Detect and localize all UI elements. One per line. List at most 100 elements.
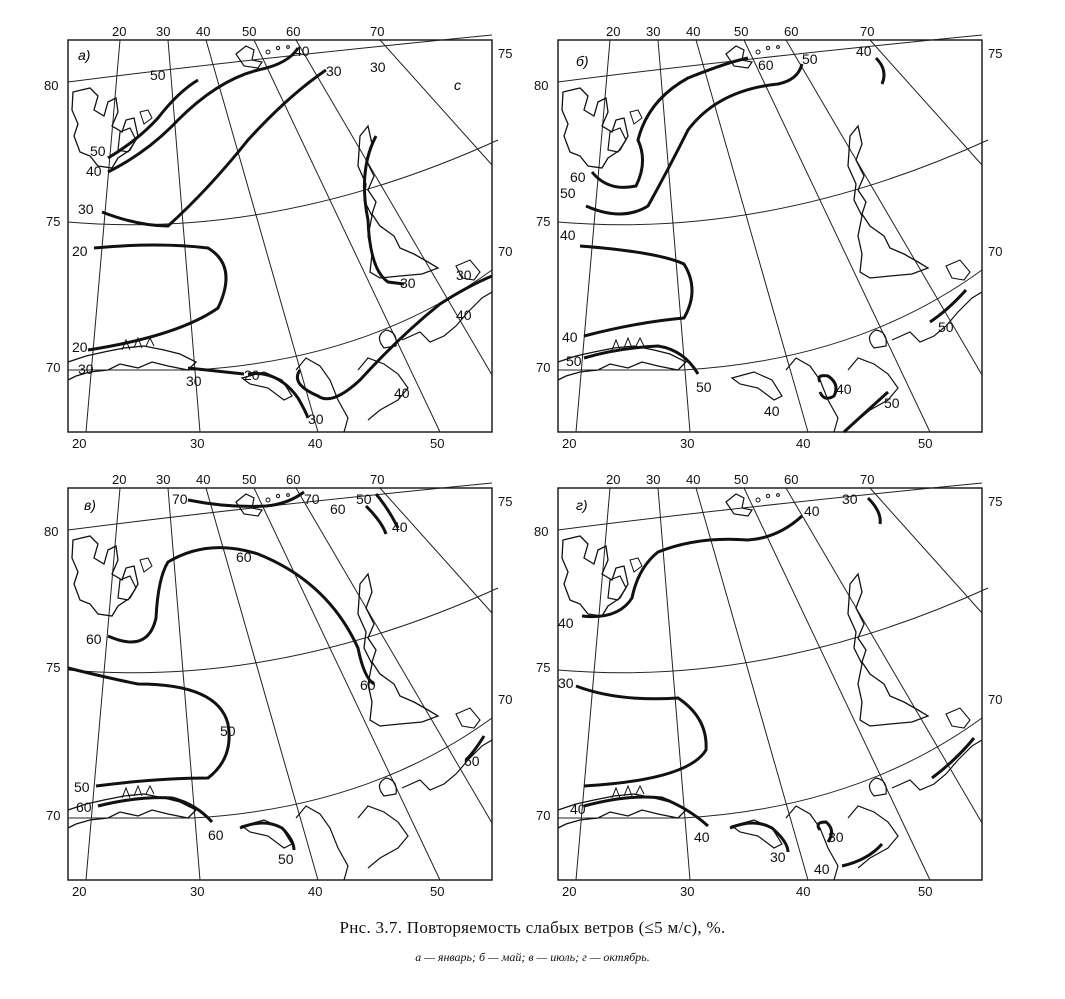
isoline-label: 60 bbox=[464, 753, 480, 769]
panel-d: г) 40 30 40 30 40 40 30 30 40 bbox=[557, 482, 989, 881]
isoline-label: 50 bbox=[278, 851, 294, 867]
figure-subtitle: а — январь; б — май; в — июль; г — октяб… bbox=[415, 950, 650, 964]
lon-label: 20 bbox=[606, 24, 620, 39]
lat-label: 75 bbox=[988, 494, 1002, 509]
panel-a-letter: а) bbox=[78, 47, 90, 63]
lon-label: 70 bbox=[370, 24, 384, 39]
lon-label: 60 bbox=[784, 472, 798, 487]
lat-label: 70 bbox=[536, 360, 550, 375]
isoline-label: 50 bbox=[560, 185, 576, 201]
isoline-label: 40 bbox=[814, 861, 830, 877]
isoline-label: 30 bbox=[326, 63, 342, 79]
isoline-label: 30 bbox=[370, 59, 386, 75]
isoline-label: 30 bbox=[770, 849, 786, 865]
lon-label: 50 bbox=[734, 24, 748, 39]
lat-label: 75 bbox=[46, 660, 60, 675]
isoline-label: 60 bbox=[330, 501, 346, 517]
isoline-label: 20 bbox=[72, 243, 88, 259]
isoline-label: 30 bbox=[186, 373, 202, 389]
lat-label: 80 bbox=[44, 78, 58, 93]
isoline-label: 40 bbox=[856, 43, 872, 59]
isoline-label: 30 bbox=[828, 829, 844, 845]
panel-a-misc-label: с bbox=[454, 77, 461, 93]
isoline-label: 40 bbox=[394, 385, 410, 401]
lon-label: 50 bbox=[918, 884, 932, 899]
isoline-label: 70 bbox=[304, 491, 320, 507]
isoline-label: 60 bbox=[208, 827, 224, 843]
lat-label: 70 bbox=[536, 808, 550, 823]
lon-label: 40 bbox=[686, 472, 700, 487]
isoline-label: 50 bbox=[802, 51, 818, 67]
isoline-label: 30 bbox=[78, 201, 94, 217]
isoline-label: 40 bbox=[294, 43, 310, 59]
lon-label: 30 bbox=[190, 884, 204, 899]
lon-label: 50 bbox=[734, 472, 748, 487]
lon-label: 40 bbox=[796, 884, 810, 899]
isoline-label: 40 bbox=[558, 615, 574, 631]
isoline-label: 40 bbox=[694, 829, 710, 845]
lat-label: 75 bbox=[498, 494, 512, 509]
lat-label: 70 bbox=[988, 244, 1002, 259]
panel-c: в) 70 70 60 50 40 60 60 60 50 50 60 60 5… bbox=[67, 482, 499, 881]
isoline-label: 30 bbox=[308, 411, 324, 427]
isoline-label: 40 bbox=[804, 503, 820, 519]
lon-label: 20 bbox=[72, 436, 86, 451]
lat-label: 70 bbox=[988, 692, 1002, 707]
isoline-label: 50 bbox=[938, 319, 954, 335]
lon-label: 30 bbox=[680, 884, 694, 899]
isoline-label: 40 bbox=[86, 163, 102, 179]
lon-label: 40 bbox=[196, 24, 210, 39]
lat-label: 75 bbox=[498, 46, 512, 61]
lat-label: 75 bbox=[988, 46, 1002, 61]
lon-label: 30 bbox=[646, 24, 660, 39]
isoline-label: 60 bbox=[360, 677, 376, 693]
lon-label: 30 bbox=[156, 24, 170, 39]
isoline-label: 50 bbox=[74, 779, 90, 795]
panel-b: б) 60 50 40 60 50 40 40 50 50 40 40 50 5… bbox=[557, 34, 989, 434]
lon-label: 30 bbox=[156, 472, 170, 487]
isoline-label: 60 bbox=[236, 549, 252, 565]
lon-label: 20 bbox=[112, 472, 126, 487]
isoline-label: 40 bbox=[764, 403, 780, 419]
isoline-label: 60 bbox=[570, 169, 586, 185]
lat-label: 75 bbox=[536, 660, 550, 675]
lon-label: 40 bbox=[686, 24, 700, 39]
panel-c-letter: в) bbox=[84, 497, 96, 513]
lon-label: 70 bbox=[370, 472, 384, 487]
isoline-label: 50 bbox=[90, 143, 106, 159]
isoline-label: 50 bbox=[884, 395, 900, 411]
lat-label: 80 bbox=[534, 524, 548, 539]
isoline-label: 40 bbox=[562, 329, 578, 345]
isoline-label: 60 bbox=[76, 799, 92, 815]
lon-label: 40 bbox=[308, 884, 322, 899]
isoline-label: 40 bbox=[560, 227, 576, 243]
isoline-label: 20 bbox=[72, 339, 88, 355]
isoline-label: 50 bbox=[566, 353, 582, 369]
panel-a: а) с 50 40 30 30 50 40 30 20 20 30 30 20… bbox=[67, 34, 499, 433]
lat-label: 80 bbox=[44, 524, 58, 539]
isoline-label: 30 bbox=[400, 275, 416, 291]
lon-label: 70 bbox=[860, 24, 874, 39]
figure-title: Рнс. 3.7. Повторяемость слабых ветров (≤… bbox=[339, 918, 726, 937]
lon-label: 50 bbox=[242, 472, 256, 487]
lon-label: 60 bbox=[784, 24, 798, 39]
lon-label: 70 bbox=[860, 472, 874, 487]
isoline-label: 70 bbox=[172, 491, 188, 507]
isoline-label: 60 bbox=[758, 57, 774, 73]
lon-label: 30 bbox=[646, 472, 660, 487]
isoline-label: 20 bbox=[244, 367, 260, 383]
lon-label: 20 bbox=[112, 24, 126, 39]
lon-label: 20 bbox=[72, 884, 86, 899]
lon-label: 40 bbox=[308, 436, 322, 451]
lat-label: 70 bbox=[46, 808, 60, 823]
lon-label: 20 bbox=[562, 436, 576, 451]
lon-label: 50 bbox=[918, 436, 932, 451]
lon-label: 30 bbox=[680, 436, 694, 451]
isoline-label: 40 bbox=[456, 307, 472, 323]
isoline-label: 50 bbox=[220, 723, 236, 739]
lon-label: 20 bbox=[606, 472, 620, 487]
isoline-label: 30 bbox=[558, 675, 574, 691]
lon-label: 50 bbox=[430, 436, 444, 451]
isoline-label: 60 bbox=[86, 631, 102, 647]
lat-label: 75 bbox=[46, 214, 60, 229]
